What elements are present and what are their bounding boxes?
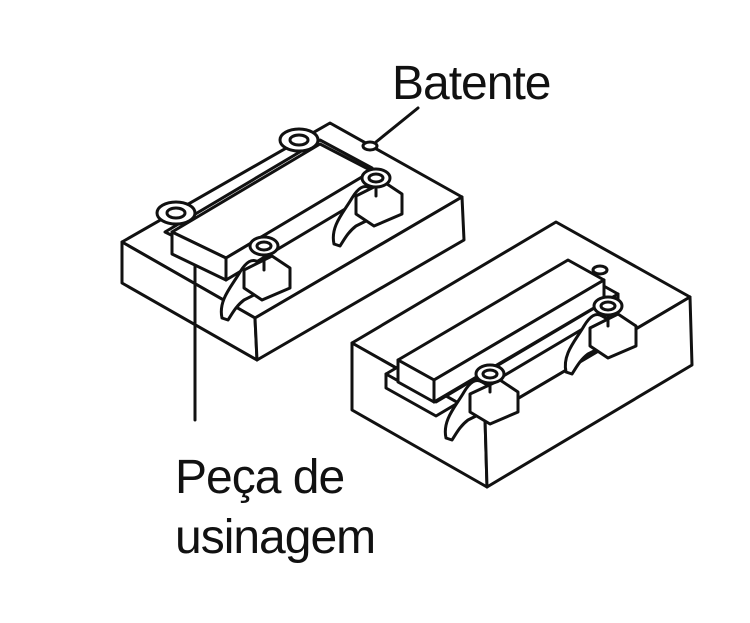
- stop-label: Batente: [392, 57, 551, 110]
- workpiece-label: Peça de usinagem: [175, 448, 376, 568]
- right-stop-pin: [591, 264, 609, 276]
- right-clamp-front: [443, 363, 520, 442]
- workpiece-label-line1: Peça de: [175, 451, 345, 504]
- left-clamp-rear: [331, 167, 404, 248]
- right-fixture: [350, 220, 694, 489]
- left-bolt-heads: [155, 127, 320, 226]
- left-stop-pin: [361, 140, 379, 152]
- stop-leader-line: [374, 106, 420, 144]
- left-fixture: [120, 121, 466, 362]
- left-clamp-front: [219, 235, 292, 322]
- workpiece-label-line2: usinagem: [175, 511, 376, 564]
- right-clamp-rear: [563, 295, 638, 376]
